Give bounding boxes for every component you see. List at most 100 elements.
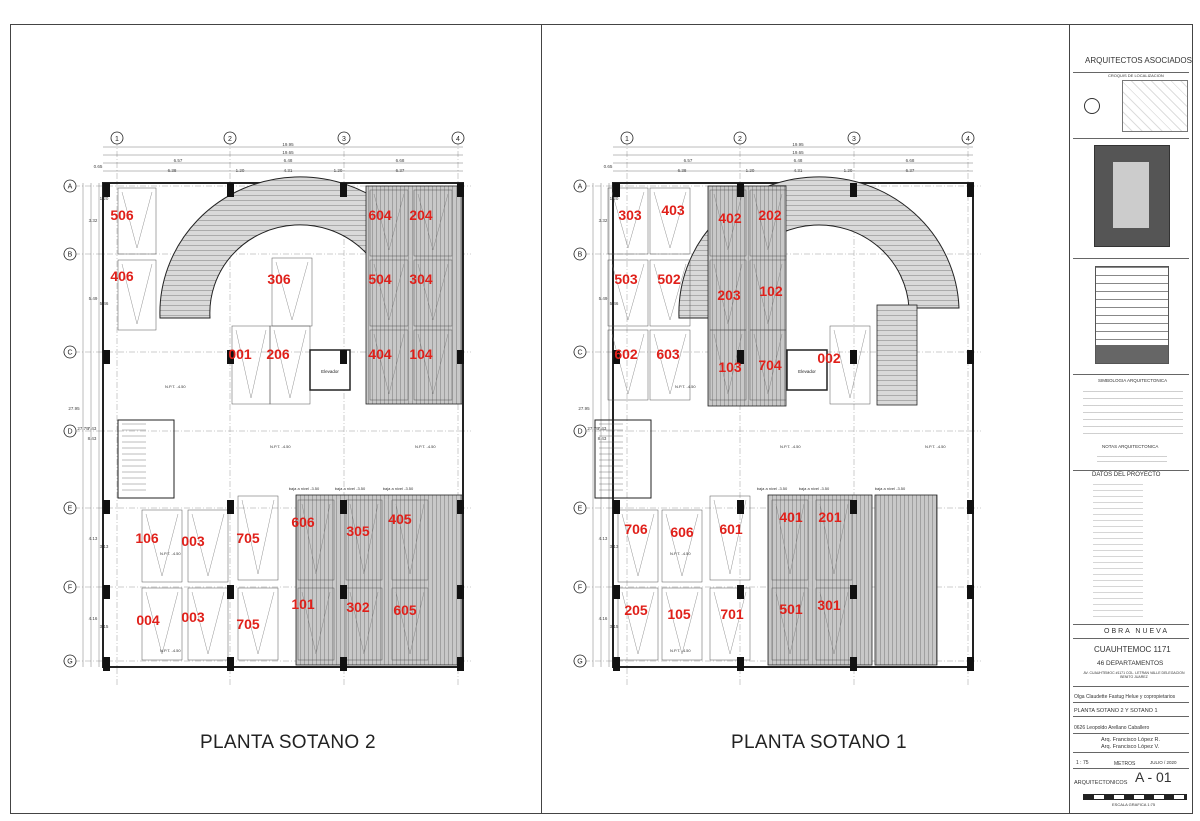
dimension-text: 6.38 [678, 168, 687, 173]
stall-symbol [241, 499, 275, 575]
parking-stall [141, 587, 183, 661]
structural-column [340, 585, 347, 599]
dimension-text: 0.65 [604, 164, 613, 169]
structural-column [967, 350, 974, 364]
drawing-kind: ARQUITECTONICOS [1074, 780, 1128, 786]
parking-stall [709, 189, 747, 257]
elevator-shaft [786, 349, 828, 391]
plane-name: PLANTA SOTANO 2 Y SOTANO 1 [1074, 708, 1158, 714]
structural-column [340, 500, 347, 514]
parking-stall [187, 587, 229, 661]
stall-symbol [191, 513, 225, 577]
units-value: METROS [1114, 761, 1136, 767]
dimension-text: 8.43 [88, 436, 97, 441]
parking-stall [815, 499, 853, 581]
stall-symbol [713, 263, 743, 325]
ramp-note: baja a nivel -3.50 [335, 486, 366, 491]
dimension-text: 4.16 [89, 616, 98, 621]
column-axis-bubble [620, 131, 634, 145]
stall-symbol [713, 499, 747, 575]
structural-column [457, 350, 464, 364]
structural-column [613, 657, 620, 671]
parking-stall [297, 587, 335, 661]
structural-column [967, 500, 974, 514]
structural-column [737, 657, 744, 671]
unit-number-label: 003 [181, 609, 205, 625]
structural-column [457, 500, 464, 514]
structural-column [850, 183, 857, 197]
row-axis-bubble [63, 345, 77, 359]
row-axis-label: A [578, 184, 583, 191]
npt-marker: N.P.T. -4.50 [925, 444, 946, 449]
column-axis-label: 4 [966, 136, 970, 143]
unit-number-label: 506 [110, 207, 134, 223]
tb-divider [1073, 768, 1189, 769]
stall-symbol [417, 193, 449, 251]
stall-symbol [621, 591, 655, 655]
dimension-text: 6.68 [396, 158, 405, 163]
plan-panel-right [541, 24, 1070, 814]
parking-stall [117, 259, 157, 331]
parking-stall [617, 509, 659, 583]
structural-column [227, 183, 234, 197]
ramp-note: baja a nivel -3.50 [289, 486, 320, 491]
structural-column [227, 585, 234, 599]
stall-symbol [819, 591, 849, 655]
parking-stall [815, 587, 853, 661]
parking-stall [237, 495, 279, 581]
structural-column [613, 500, 620, 514]
unit-number-label: 605 [393, 602, 417, 618]
unit-number-label: 504 [368, 271, 392, 287]
stall-symbol [301, 503, 331, 575]
stall-symbol [753, 193, 783, 251]
unit-number-label: 205 [624, 602, 648, 618]
dimension-text: 3.13 [100, 544, 109, 549]
ramp-note: baja a nivel -3.50 [799, 486, 830, 491]
column-axis-label: 1 [625, 136, 629, 143]
parking-stall [749, 189, 787, 257]
unit-number-label: 604 [368, 207, 392, 223]
unit-number-label: 503 [614, 271, 638, 287]
structural-column [613, 585, 620, 599]
tb-divider [1073, 702, 1189, 703]
stall-symbol [235, 329, 267, 399]
row-axis-label: G [67, 659, 72, 666]
tb-divider [1073, 733, 1189, 734]
column-axis-bubble [847, 131, 861, 145]
structural-column [967, 657, 974, 671]
dimension-text: 1.20 [100, 196, 109, 201]
notes-title: NOTAS ARQUITECTONICA [1102, 444, 1159, 449]
npt-marker: N.P.T. -4.50 [270, 444, 291, 449]
location-map [1122, 80, 1188, 132]
tb-divider [1073, 258, 1189, 259]
stall-symbol [395, 503, 425, 575]
dimension-text: 5.49 [599, 296, 608, 301]
dimension-text: 3.32 [599, 218, 608, 223]
stall-symbol [753, 263, 783, 325]
structural-column [227, 350, 234, 364]
stall-symbol [611, 263, 645, 321]
dimension-text: 5.49 [89, 296, 98, 301]
structural-column [103, 350, 110, 364]
unit-number-label: 001 [228, 346, 252, 362]
north-arrow-icon [1084, 98, 1100, 114]
parking-stall [649, 187, 691, 255]
dimension-text: 4.13 [89, 536, 98, 541]
unit-number-label: 406 [110, 268, 134, 284]
key-plan-image [1094, 145, 1170, 247]
location-label: CROQUIS DE LOCALIZACION [1108, 73, 1164, 78]
plan-panel-left [10, 24, 542, 814]
unit-number-label: 502 [657, 271, 681, 287]
unit-number-label: 303 [618, 207, 642, 223]
unit-number-label: 204 [409, 207, 433, 223]
dimension-text: 27.79 [587, 426, 599, 431]
tb-divider [1073, 138, 1189, 139]
structural-column [457, 183, 464, 197]
parking-stall [661, 587, 703, 661]
stall-symbol [121, 263, 153, 325]
parking-stall [771, 499, 809, 581]
parking-stall [771, 587, 809, 661]
row-axis-label: E [578, 506, 583, 513]
unit-number-label: 705 [236, 530, 260, 546]
structural-column [227, 500, 234, 514]
